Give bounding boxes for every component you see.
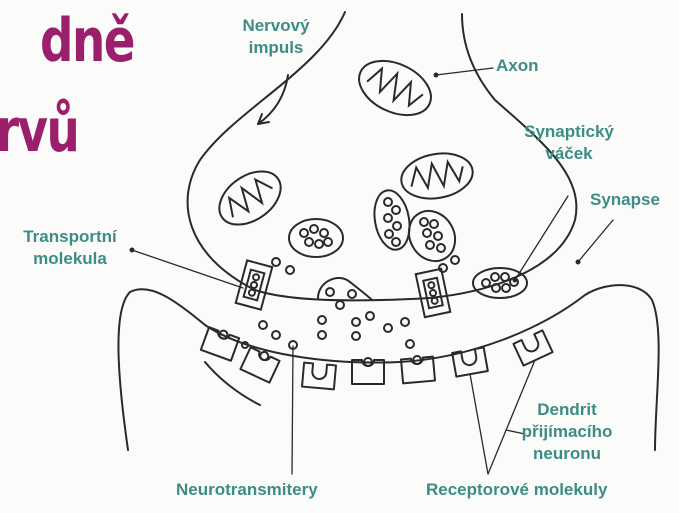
leader-receptor-a (470, 374, 488, 474)
label-transportni-molekula-2: molekula (2, 249, 138, 269)
vesicle-2 (370, 188, 414, 253)
label-dendrit-2: přijímacího (508, 422, 626, 442)
label-nervovy-impuls-2: impuls (222, 38, 330, 58)
label-axon: Axon (496, 56, 539, 76)
label-neurotransmitery: Neurotransmitery (176, 480, 318, 500)
label-synapticky-vacek-2: váček (513, 144, 625, 164)
title-line-1: dně (40, 6, 134, 76)
label-synapticky-vacek-1: Synaptický (513, 122, 625, 142)
receptor-6 (452, 347, 488, 376)
vesicle-3 (400, 202, 464, 269)
receptor-3 (302, 363, 336, 390)
receptor-2 (240, 346, 280, 383)
label-nervovy-impuls-1: Nervový (222, 16, 330, 36)
leader-synapse (578, 220, 613, 262)
label-dendrit-3: neuronu (508, 444, 626, 464)
mitochondrion-1 (350, 50, 439, 126)
label-synapse: Synapse (590, 190, 660, 210)
label-receptorove-molekuly: Receptorové molekuly (426, 480, 607, 500)
leader-vesicle (515, 196, 568, 280)
receptor-7 (513, 330, 552, 365)
transport-molecule-right (416, 269, 451, 317)
leader-transport (132, 250, 243, 288)
transport-molecule-left (236, 260, 273, 309)
title-line-2: rvů (0, 96, 78, 166)
leader-neurotransmitter (292, 346, 293, 474)
label-transportni-molekula-1: Transportní (2, 227, 138, 247)
dendrite-inner-left (205, 362, 260, 405)
receptor-1 (201, 325, 240, 360)
label-dendrit-1: Dendrit (508, 400, 626, 420)
mitochondrion-2 (398, 148, 477, 204)
vesicle-1 (289, 219, 343, 257)
leader-axon (436, 68, 493, 75)
mitochondrion-3 (210, 160, 291, 235)
